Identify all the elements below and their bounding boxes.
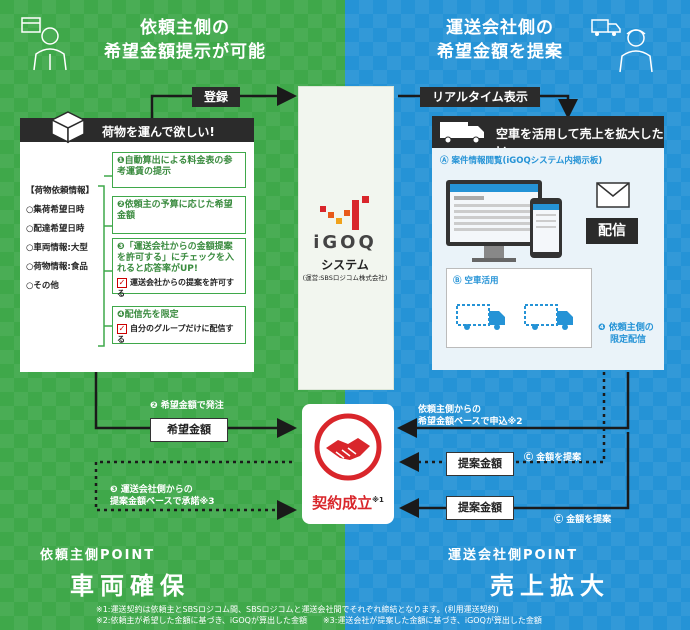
step-1-number: ❶	[117, 156, 125, 166]
proposal-amount-box-2: 提案金額	[446, 496, 514, 520]
checkbox-checked-icon[interactable]: ✓	[117, 277, 127, 288]
kibou-amount-box: 希望金額	[150, 418, 228, 442]
truck-icon	[440, 122, 484, 144]
contract-badge: 契約成立※1	[302, 404, 394, 524]
system-logo-text: iGOQ	[313, 232, 377, 253]
proposal-label-2: Ⓒ 金額を提案	[554, 515, 612, 525]
step-4-checkbox-label: 自分のグループだけに配信する	[117, 324, 234, 344]
client-headline-line2: 希望金額提示が可能	[104, 42, 266, 62]
request-info-item: ○荷物情報:食品	[26, 262, 88, 272]
box-icon	[50, 111, 86, 144]
step-1-text: 自動算出による料金表の参考運賃の提示	[117, 156, 233, 177]
client-card-title: 荷物を運んで欲しい!	[102, 125, 215, 139]
section-b-label: Ⓑ 空車活用	[453, 276, 499, 286]
step-2-text: 依頼主の予算に応じた希望金額	[117, 200, 233, 221]
contract-label: 契約成立※1	[302, 492, 394, 513]
footnote-2: ※2:依頼主が希望した金額に基づき、iGOQが算出した金額 ※3:運送会社が提案…	[96, 616, 542, 625]
system-column	[298, 86, 394, 390]
section-a-label: Ⓐ 案件情報閲覧(iGOQシステム内掲示板)	[440, 156, 603, 166]
system-name: システム	[321, 258, 369, 272]
footnote-1: ※1:運送契約は依頼主とSBSロジコム間、SBSロジコムと運送会社間でそれぞれ締…	[96, 605, 499, 614]
igoq-logo-icon	[320, 196, 369, 230]
section-b-box: Ⓑ 空車活用	[446, 268, 592, 348]
step-4-number: ❹	[117, 310, 125, 320]
client-headline: 依頼主側の 希望金額提示が可能	[80, 16, 290, 64]
carrier-headline: 運送会社側の 希望金額を提案	[405, 16, 595, 64]
step-3-number: ❸	[117, 242, 125, 252]
haishin-tag: 配信	[586, 218, 638, 244]
mail-icon	[596, 182, 630, 208]
offer-line2: 希望金額ベースで申込※2	[418, 417, 523, 427]
handshake-icon	[314, 413, 382, 481]
monitor-icon	[446, 180, 562, 262]
step-4-box: ❹配信先を限定 ✓自分のグループだけに配信する	[112, 306, 246, 344]
limited-delivery-line1: ❹ 依頼主側の	[598, 323, 654, 333]
info-bracket	[98, 175, 112, 347]
system-operator: (運営:SBSロジコム株式会社)	[302, 274, 388, 282]
carrier-card-title-bar: 空車を活用して売上を拡大したい	[432, 116, 664, 158]
empty-truck-icon	[456, 304, 505, 330]
step-4-checkbox-row[interactable]: ✓自分のグループだけに配信する	[117, 323, 241, 345]
offer-line1: 依頼主側からの	[418, 405, 482, 415]
proposal-amount-box-1: 提案金額	[446, 452, 514, 476]
proposal-label-1: Ⓒ 金額を提案	[524, 453, 582, 463]
step-3-box: ❸「運送会社からの金額提案を許可する」にチェックを入れると応答率がUP! ✓運送…	[112, 238, 246, 298]
empty-truck-icon	[524, 304, 573, 330]
limited-delivery-line2: 限定配信	[610, 335, 647, 345]
step3-accept-line1: ❸ 運送会社側からの	[110, 485, 193, 495]
step2-order-label: ❷ 希望金額で発注	[150, 401, 224, 411]
carrier-headline-line2: 希望金額を提案	[437, 42, 563, 62]
realtime-tag: リアルタイム表示	[420, 87, 540, 107]
step-4-text: 配信先を限定	[124, 310, 179, 320]
step3-accept-label: ❸ 運送会社側からの 提案金額ベースで承諾※3	[110, 484, 215, 508]
carrier-headline-line1: 運送会社側の	[446, 18, 554, 38]
step-3-text: 「運送会社からの金額提案を許可する」にチェックを入れると応答率がUP!	[117, 242, 235, 274]
register-tag: 登録	[192, 87, 240, 107]
client-headline-line1: 依頼主側の	[140, 18, 230, 38]
contract-note: ※1	[372, 496, 384, 504]
limited-delivery-label: ❹ 依頼主側の 限定配信	[598, 322, 654, 346]
client-request-card	[20, 118, 254, 372]
request-info-item: ○車両情報:大型	[26, 243, 88, 253]
client-person-icon	[21, 17, 67, 71]
request-info-list: 【荷物依頼情報】 ○集荷希望日時 ○配達希望日時 ○車両情報:大型 ○荷物情報:…	[26, 182, 98, 296]
step-1-box: ❶自動算出による料金表の参考運賃の提示	[112, 152, 246, 188]
request-info-item: ○配達希望日時	[26, 224, 85, 234]
step3-accept-line2: 提案金額ベースで承諾※3	[110, 497, 215, 507]
step-2-box: ❷依頼主の予算に応じた希望金額	[112, 196, 246, 234]
step-3-checkbox-label: 運送会社からの提案を許可する	[117, 278, 234, 298]
request-info-item: ○集荷希望日時	[26, 205, 85, 215]
offer-label: 依頼主側からの 希望金額ベースで申込※2	[418, 404, 523, 428]
client-card-title-bar: 荷物を運んで欲しい!	[20, 111, 254, 144]
client-point-big: 車両確保	[70, 572, 190, 600]
carrier-point-big: 売上拡大	[490, 572, 610, 600]
checkbox-checked-icon[interactable]: ✓	[117, 323, 127, 334]
client-point-label: 依頼主側POINT	[40, 548, 156, 563]
carrier-point-label: 運送会社側POINT	[448, 548, 579, 563]
step-3-checkbox-row[interactable]: ✓運送会社からの提案を許可する	[117, 277, 241, 299]
contract-text: 契約成立	[312, 494, 373, 512]
request-info-item: ○その他	[26, 281, 59, 291]
request-info-header: 【荷物依頼情報】	[26, 186, 95, 196]
step-2-number: ❷	[117, 200, 125, 210]
carrier-person-icon	[591, 19, 653, 73]
